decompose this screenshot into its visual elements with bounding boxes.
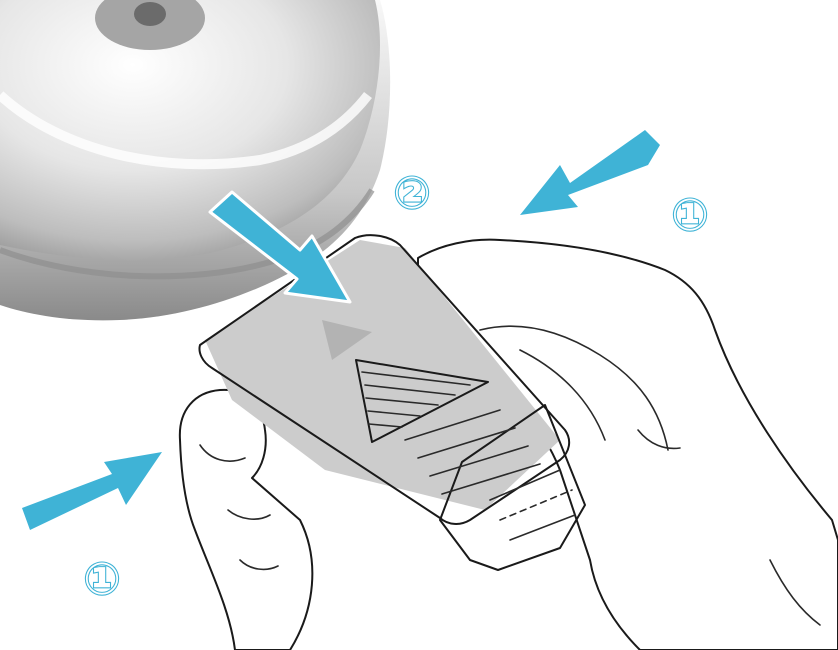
step-label-1-right: ① [671, 190, 708, 241]
arrow-left-step1 [22, 452, 162, 530]
step-label-2: ② [393, 168, 430, 219]
arrow-right-step1 [520, 130, 660, 215]
step-label-1-left: ① [83, 554, 120, 605]
